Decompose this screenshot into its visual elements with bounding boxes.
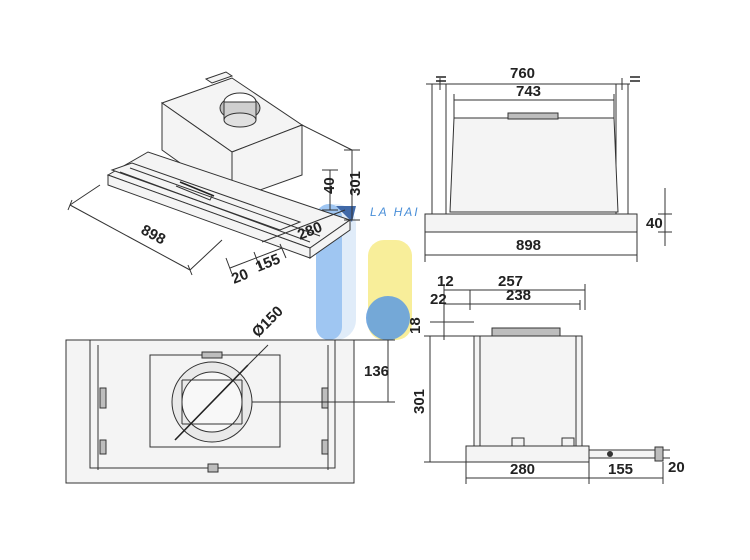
side-base-depth-label: 280 [510, 461, 535, 478]
watermark-text: LA HAI [370, 205, 420, 219]
front-base-width-label: 898 [516, 237, 541, 254]
side-body [473, 335, 583, 447]
side-offset-b-label: 22 [430, 291, 447, 308]
front-motor-cap [507, 112, 559, 120]
top-duct-diameter-line [174, 364, 249, 441]
side-drawer [588, 449, 656, 459]
top-duct-offset-label: 136 [364, 363, 389, 380]
side-drawer-height-label: 20 [668, 459, 685, 476]
iso-front-gap-label: 20 [229, 266, 251, 288]
side-offset-a-label: 12 [437, 273, 454, 290]
front-inner-width-label: 743 [516, 83, 541, 100]
side-height-label: 301 [411, 389, 428, 414]
front-view: 760 743 898 40 [424, 65, 672, 262]
side-view: 257 238 12 22 18 301 280 155 20 [407, 273, 685, 484]
side-base [465, 445, 590, 463]
iso-front-height-label: 40 [321, 177, 338, 194]
front-body [449, 117, 619, 213]
iso-front-depth-label: 155 [253, 251, 283, 276]
front-outer-width-label: 760 [510, 65, 535, 82]
side-drawer-depth-label: 155 [608, 461, 633, 478]
iso-handle [179, 181, 215, 197]
side-motor-cap [491, 327, 561, 337]
front-base-height-label: 40 [646, 215, 663, 232]
iso-connector [204, 71, 234, 84]
side-offset-c-label: 18 [407, 317, 424, 334]
top-duct-diameter-label: Ø150 [249, 303, 287, 341]
side-top-width-label: 257 [498, 273, 523, 290]
iso-height-label: 301 [347, 171, 364, 196]
top-view: Ø150 136 [65, 303, 395, 484]
front-base [424, 213, 638, 233]
side-inner-top-width-label: 238 [506, 287, 531, 304]
isometric-view: 898 280 20 155 301 40 [67, 71, 364, 288]
